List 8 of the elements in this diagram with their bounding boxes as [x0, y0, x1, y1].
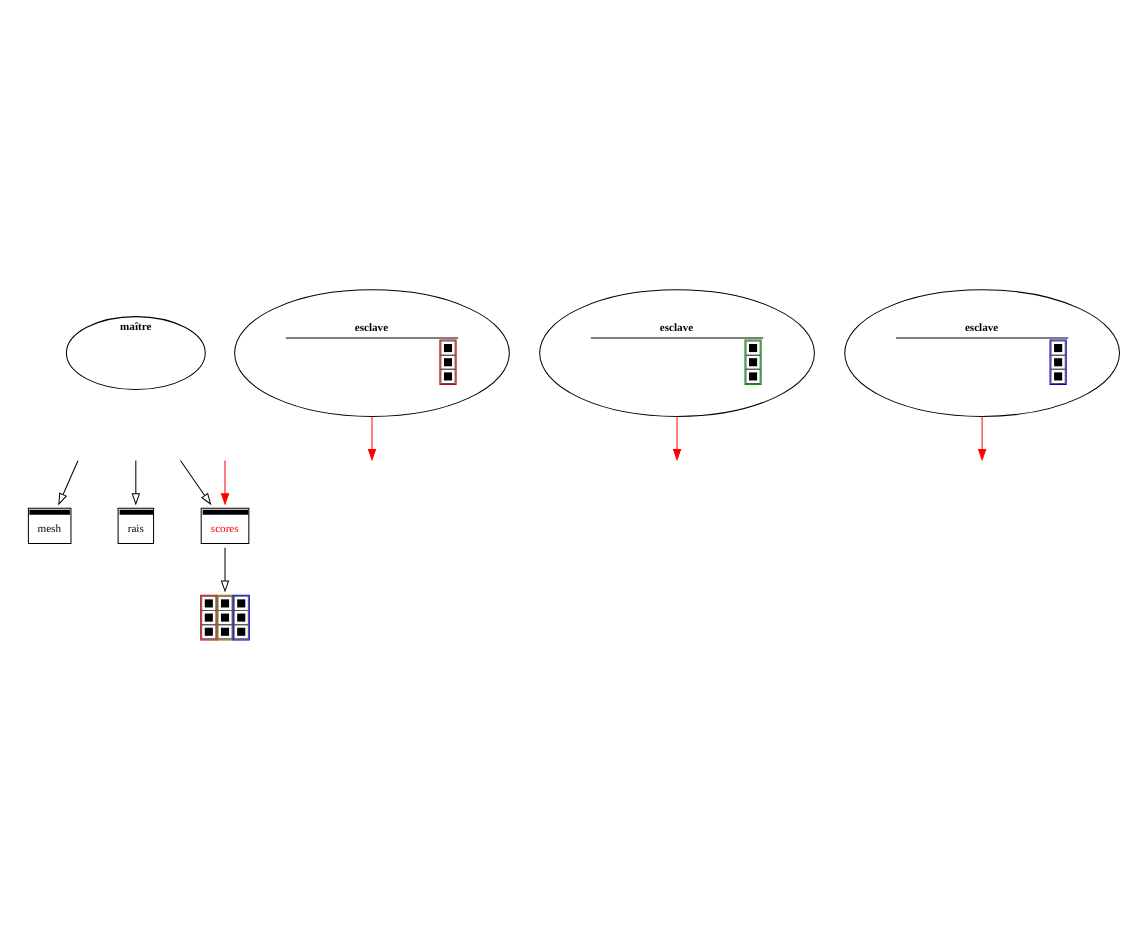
arrow: [179, 460, 212, 506]
arrow: [220, 547, 230, 593]
arrow: [672, 415, 682, 462]
arrow: [367, 415, 377, 462]
arrow: [131, 460, 141, 506]
arrow: [58, 460, 79, 506]
arrow: [977, 415, 987, 462]
arrow: [220, 460, 230, 506]
